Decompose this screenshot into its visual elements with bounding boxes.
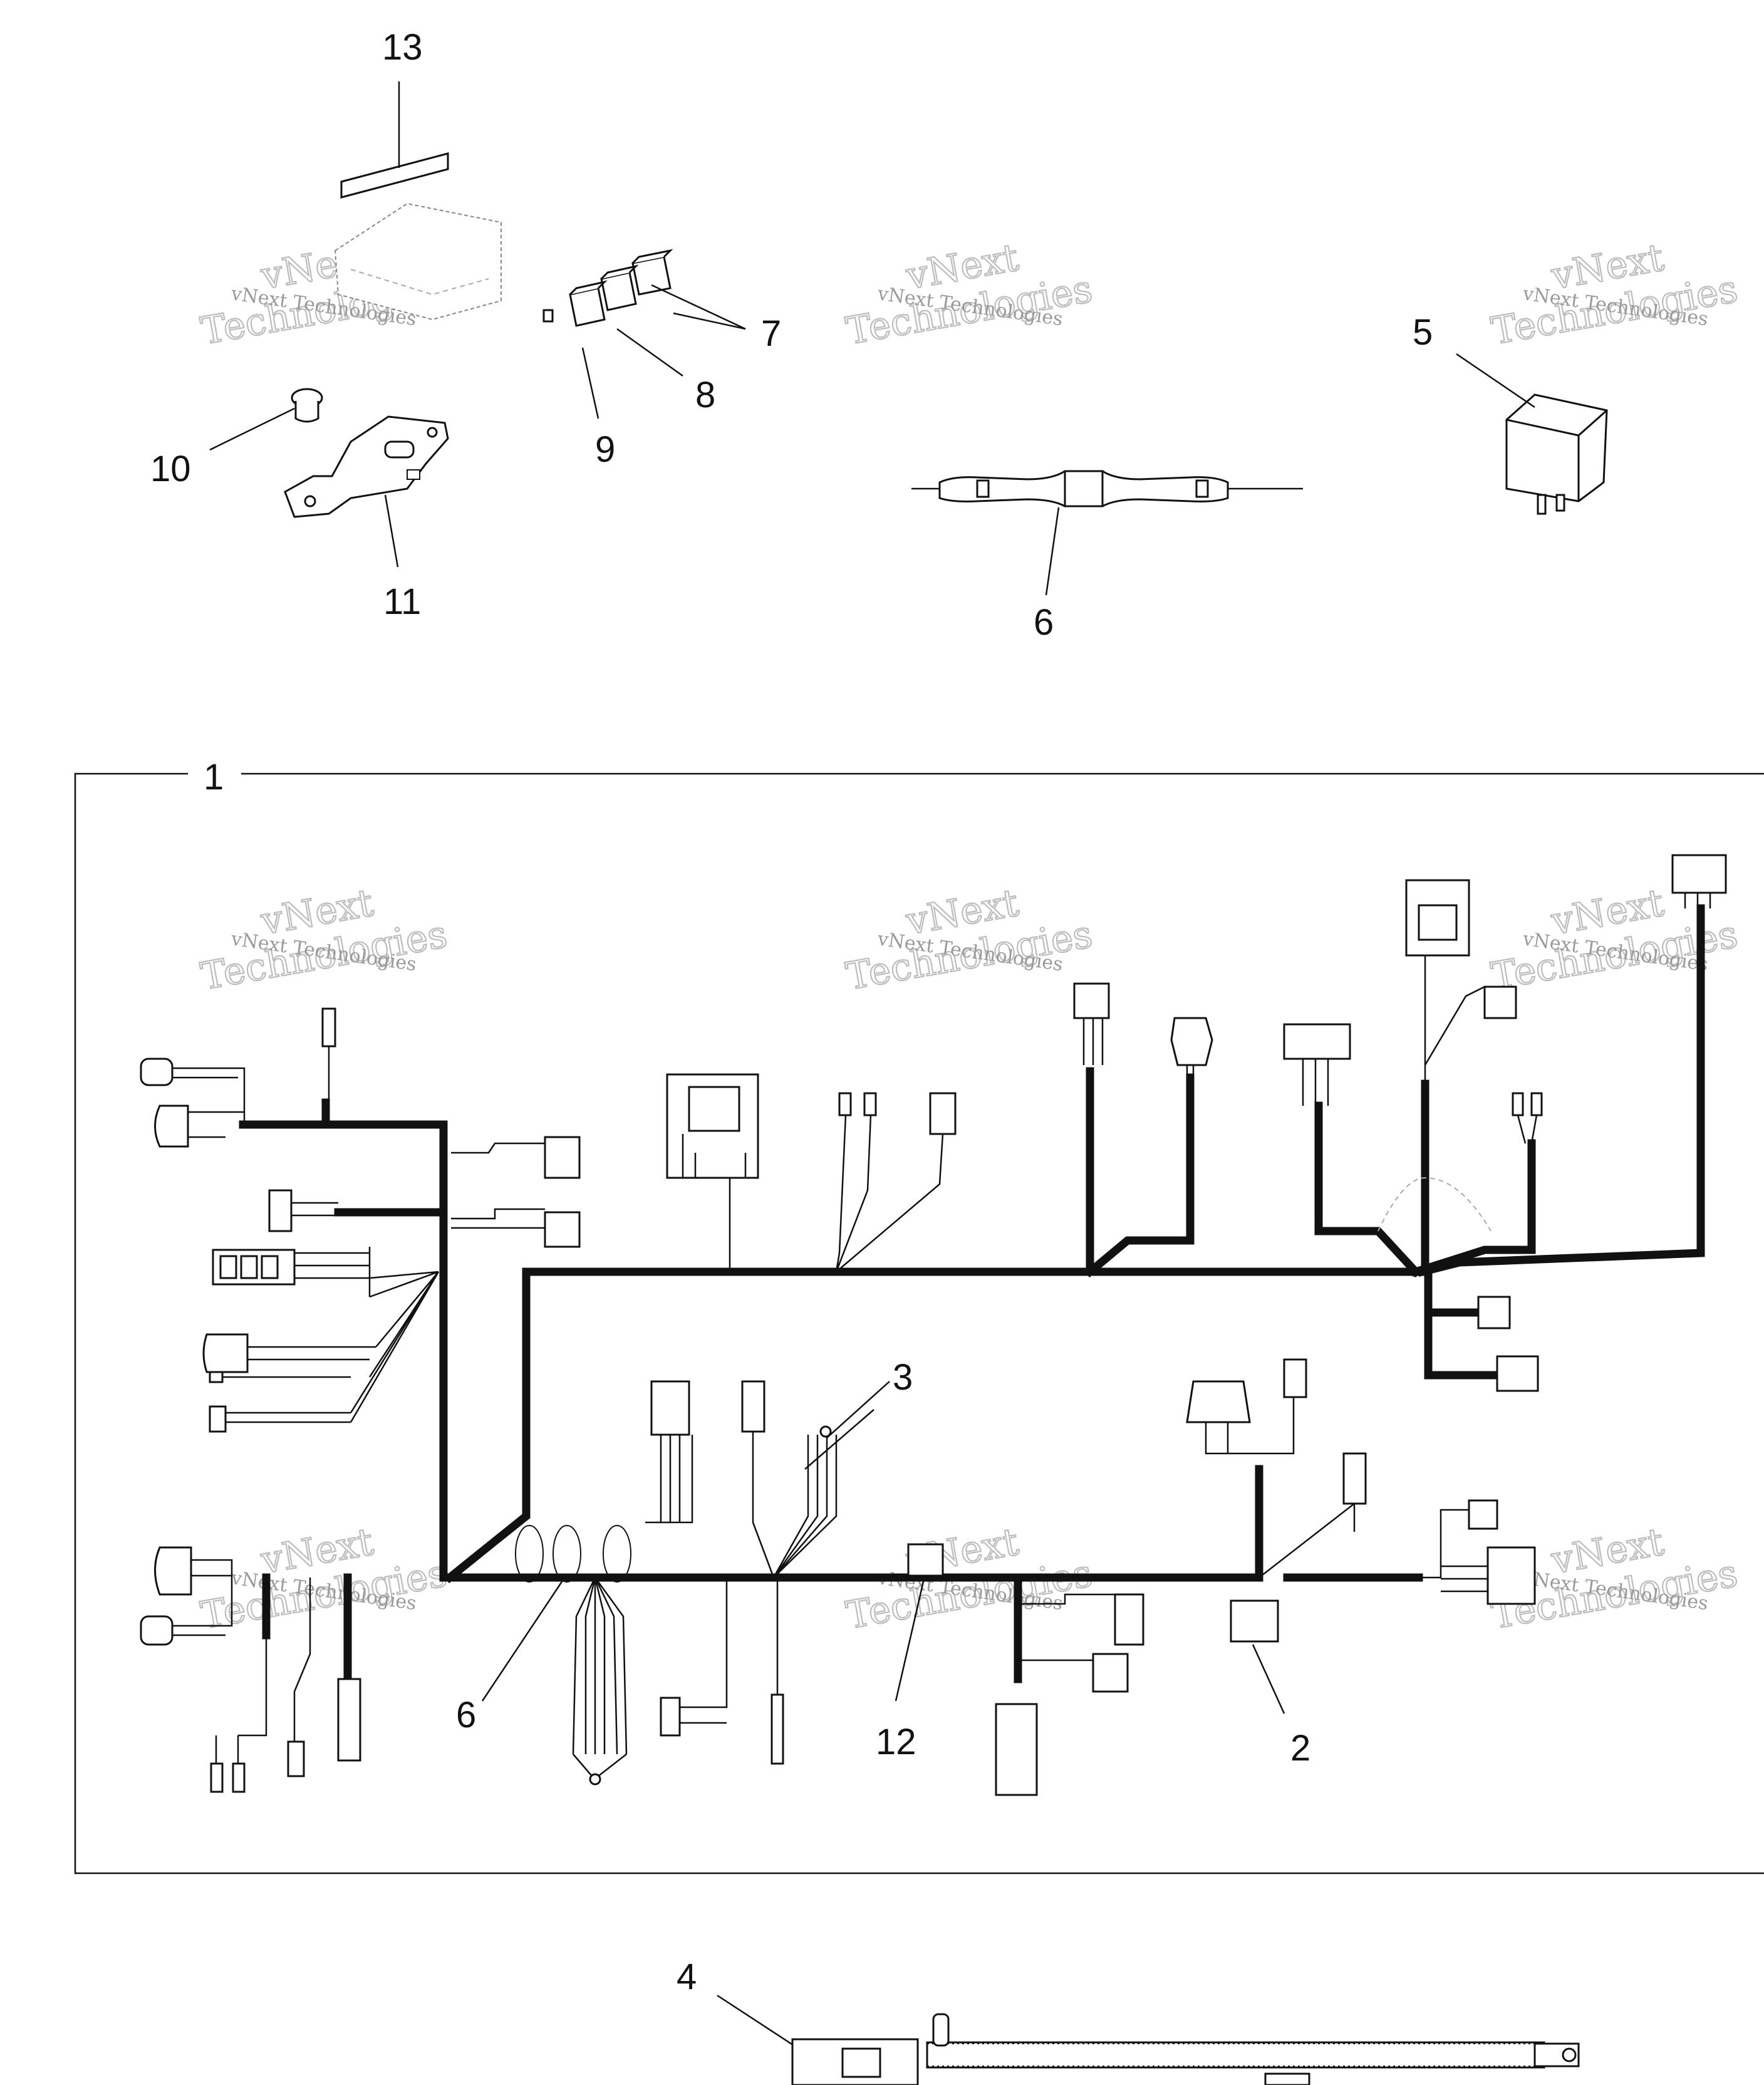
connectors: [140, 854, 1727, 1796]
callout-7: 7: [761, 313, 781, 354]
part-10-screw: [209, 388, 323, 451]
callout-2: 2: [1290, 1728, 1310, 1769]
callout-1: 1: [204, 757, 224, 798]
parts-7-8-9-fuses: [542, 249, 746, 419]
callout-6-top: 6: [1034, 602, 1054, 643]
callout-3: 3: [893, 1357, 913, 1398]
callout-6-harness: 6: [456, 1695, 476, 1735]
part-11-bracket: [284, 415, 449, 568]
callout-8: 8: [695, 375, 715, 415]
callout-11: 11: [383, 581, 421, 622]
harness-frame: [74, 772, 1764, 1874]
callout-4: 4: [677, 1957, 697, 1997]
part-13-label-and-fuse-box: [334, 81, 502, 321]
callout-12: 12: [876, 1722, 916, 1762]
callout-9: 9: [595, 429, 615, 470]
callout-10: 10: [150, 449, 191, 489]
part-5-relay: [1456, 353, 1608, 515]
callout-5: 5: [1413, 312, 1433, 353]
callout-13: 13: [382, 27, 423, 68]
harness-leaders: [481, 1409, 1285, 1714]
part-4-battery-cable: [717, 1994, 1580, 2085]
part-6-inline-fuse-holder: [911, 470, 1303, 596]
main-harness: [239, 904, 1705, 1683]
